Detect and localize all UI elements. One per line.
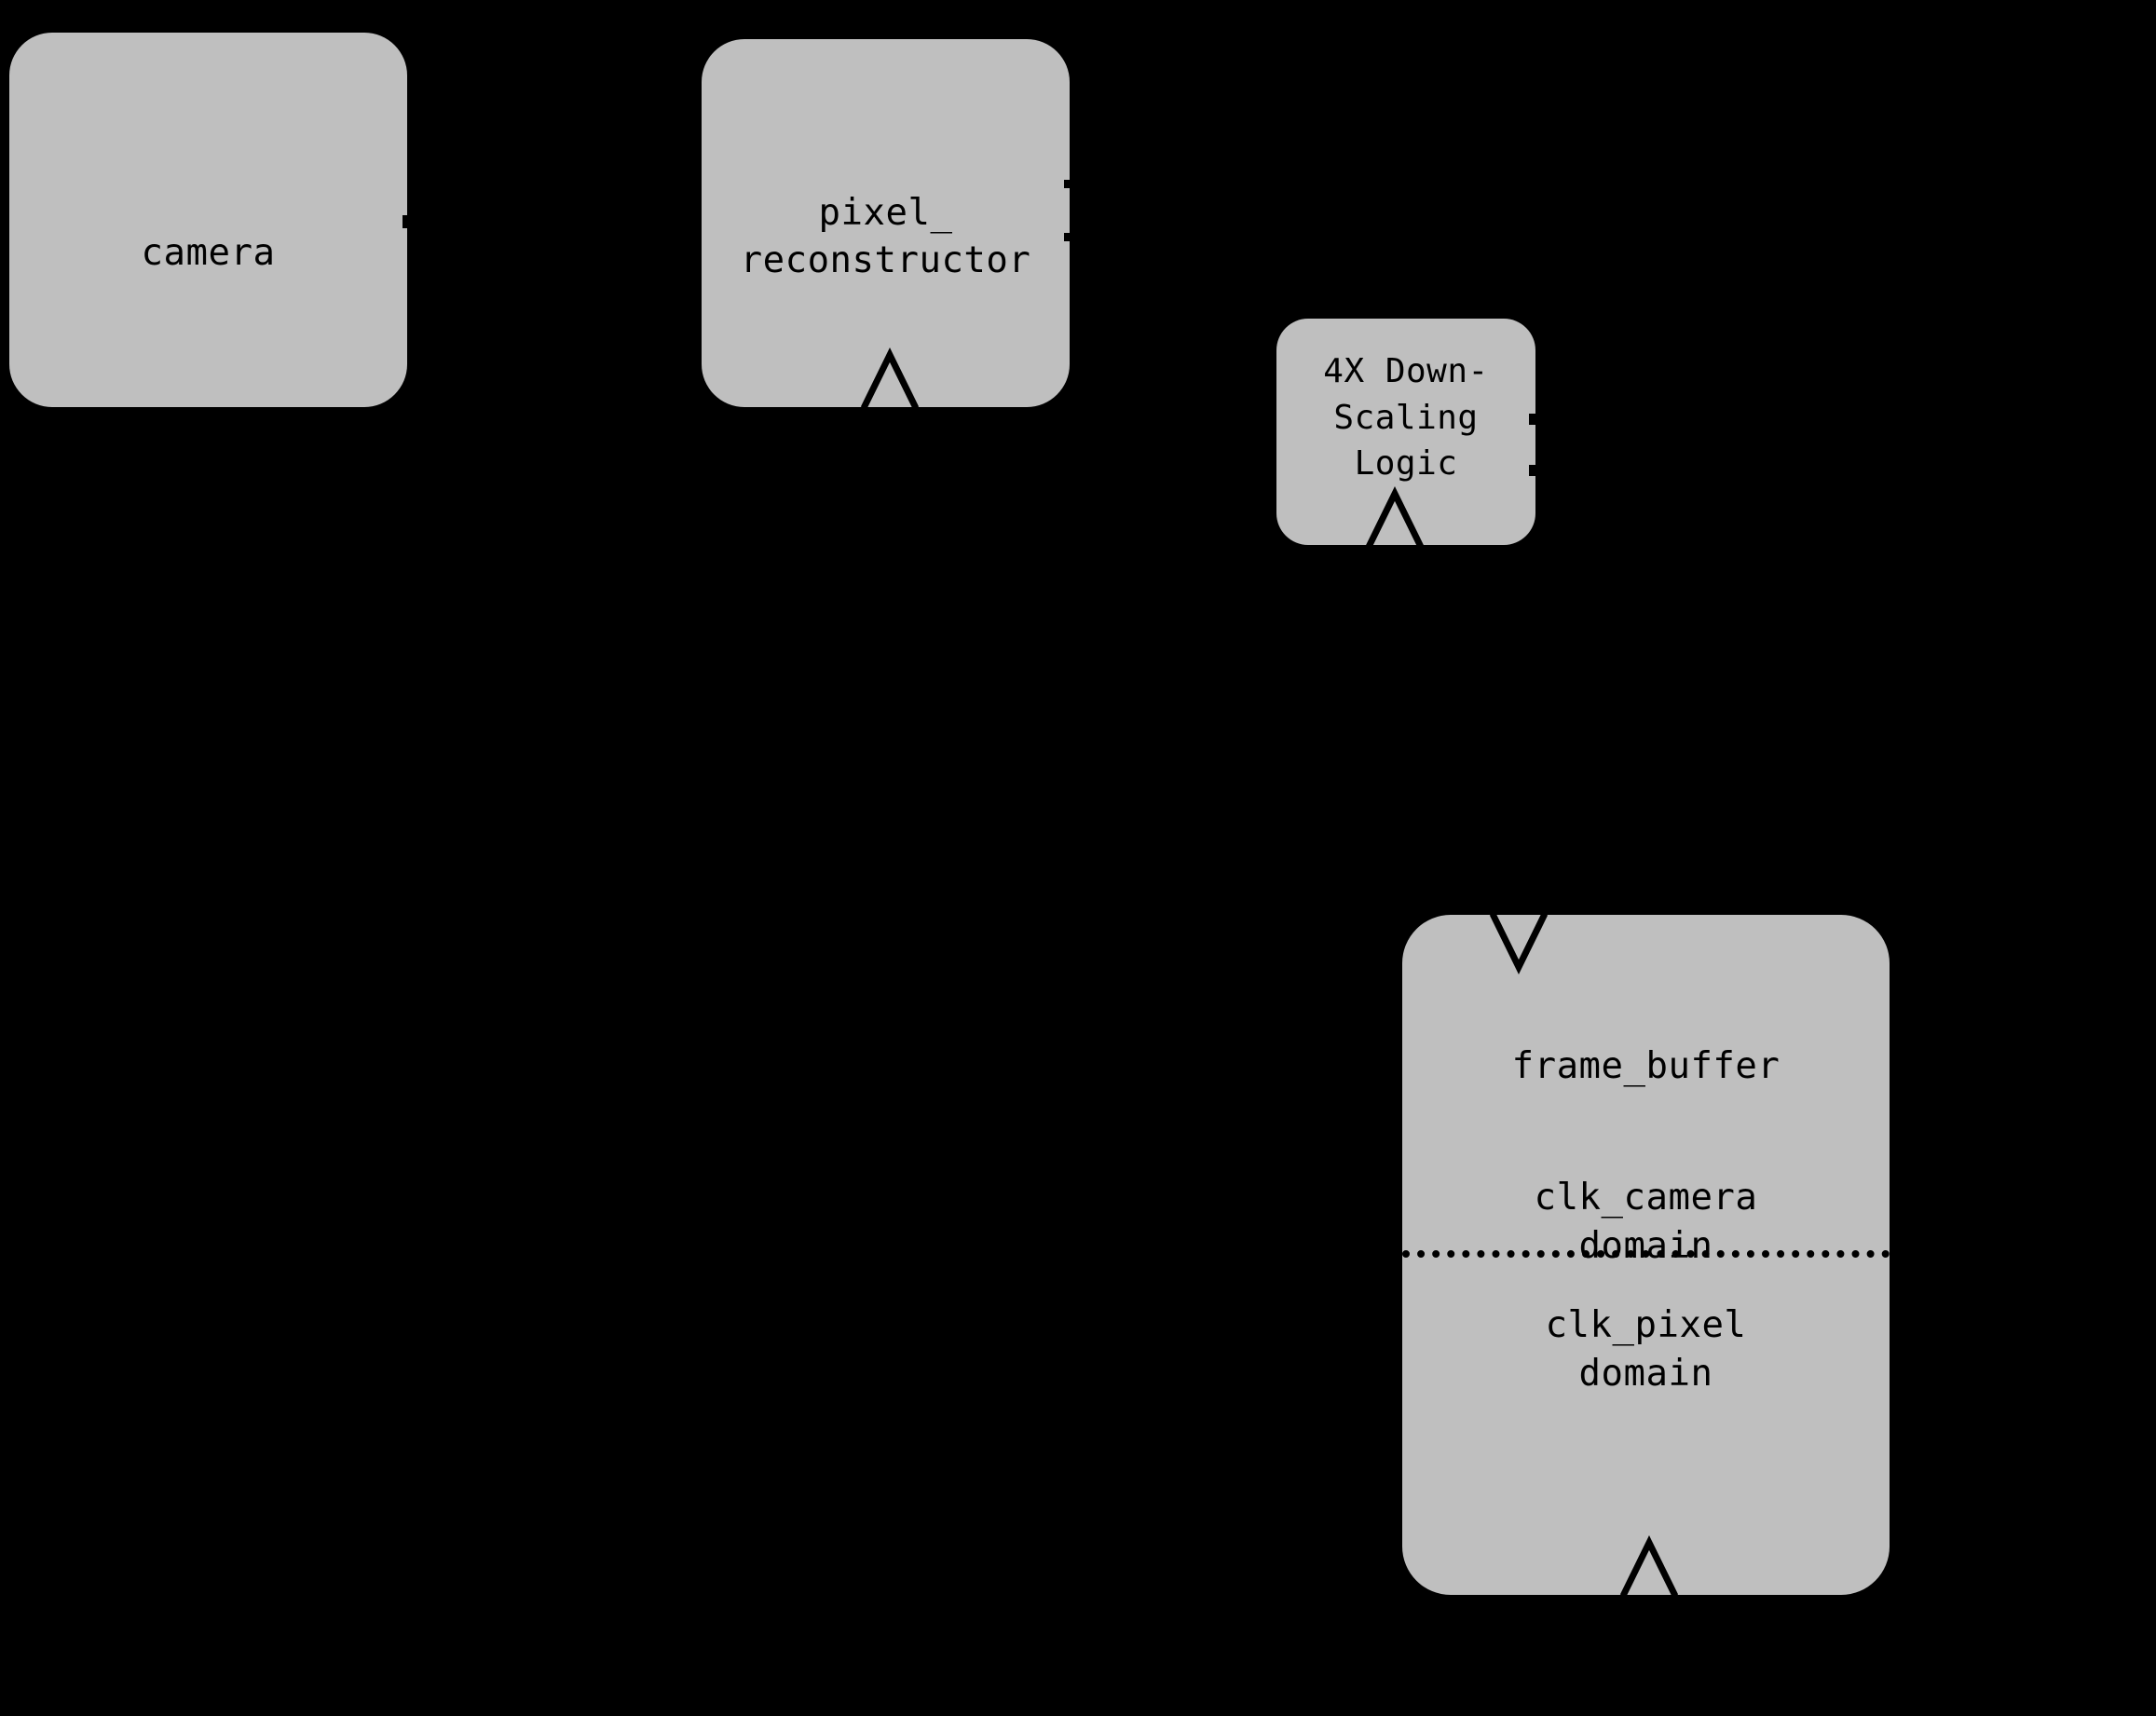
block-frame-buffer-label: frame_buffer (1511, 1045, 1781, 1087)
block-downscaler-label: 4X Down- Scaling Logic (1323, 352, 1489, 483)
clock-domain-divider (1402, 1250, 1890, 1258)
block-frame-buffer[interactable]: frame_buffer clk_camera domain clk_pixel… (1402, 915, 1890, 1595)
block-pixel-reconstructor-label: pixel_ reconstructor (740, 192, 1031, 281)
downscaler-port-tick-upper (1529, 414, 1536, 425)
block-pixel-reconstructor[interactable]: pixel_ reconstructor (702, 39, 1070, 407)
camera-output-port-tick (403, 215, 408, 228)
pixel-reconstructor-port-tick-lower (1064, 233, 1071, 241)
block-downscaler[interactable]: 4X Down- Scaling Logic (1276, 319, 1535, 545)
block-camera-label: camera (141, 232, 276, 274)
frame-buffer-clk-pixel-domain-label: clk_pixel domain (1545, 1304, 1747, 1395)
pixel-reconstructor-port-tick-upper (1064, 180, 1071, 188)
downscaler-port-tick-lower (1529, 465, 1536, 476)
block-camera[interactable]: camera (9, 33, 407, 407)
